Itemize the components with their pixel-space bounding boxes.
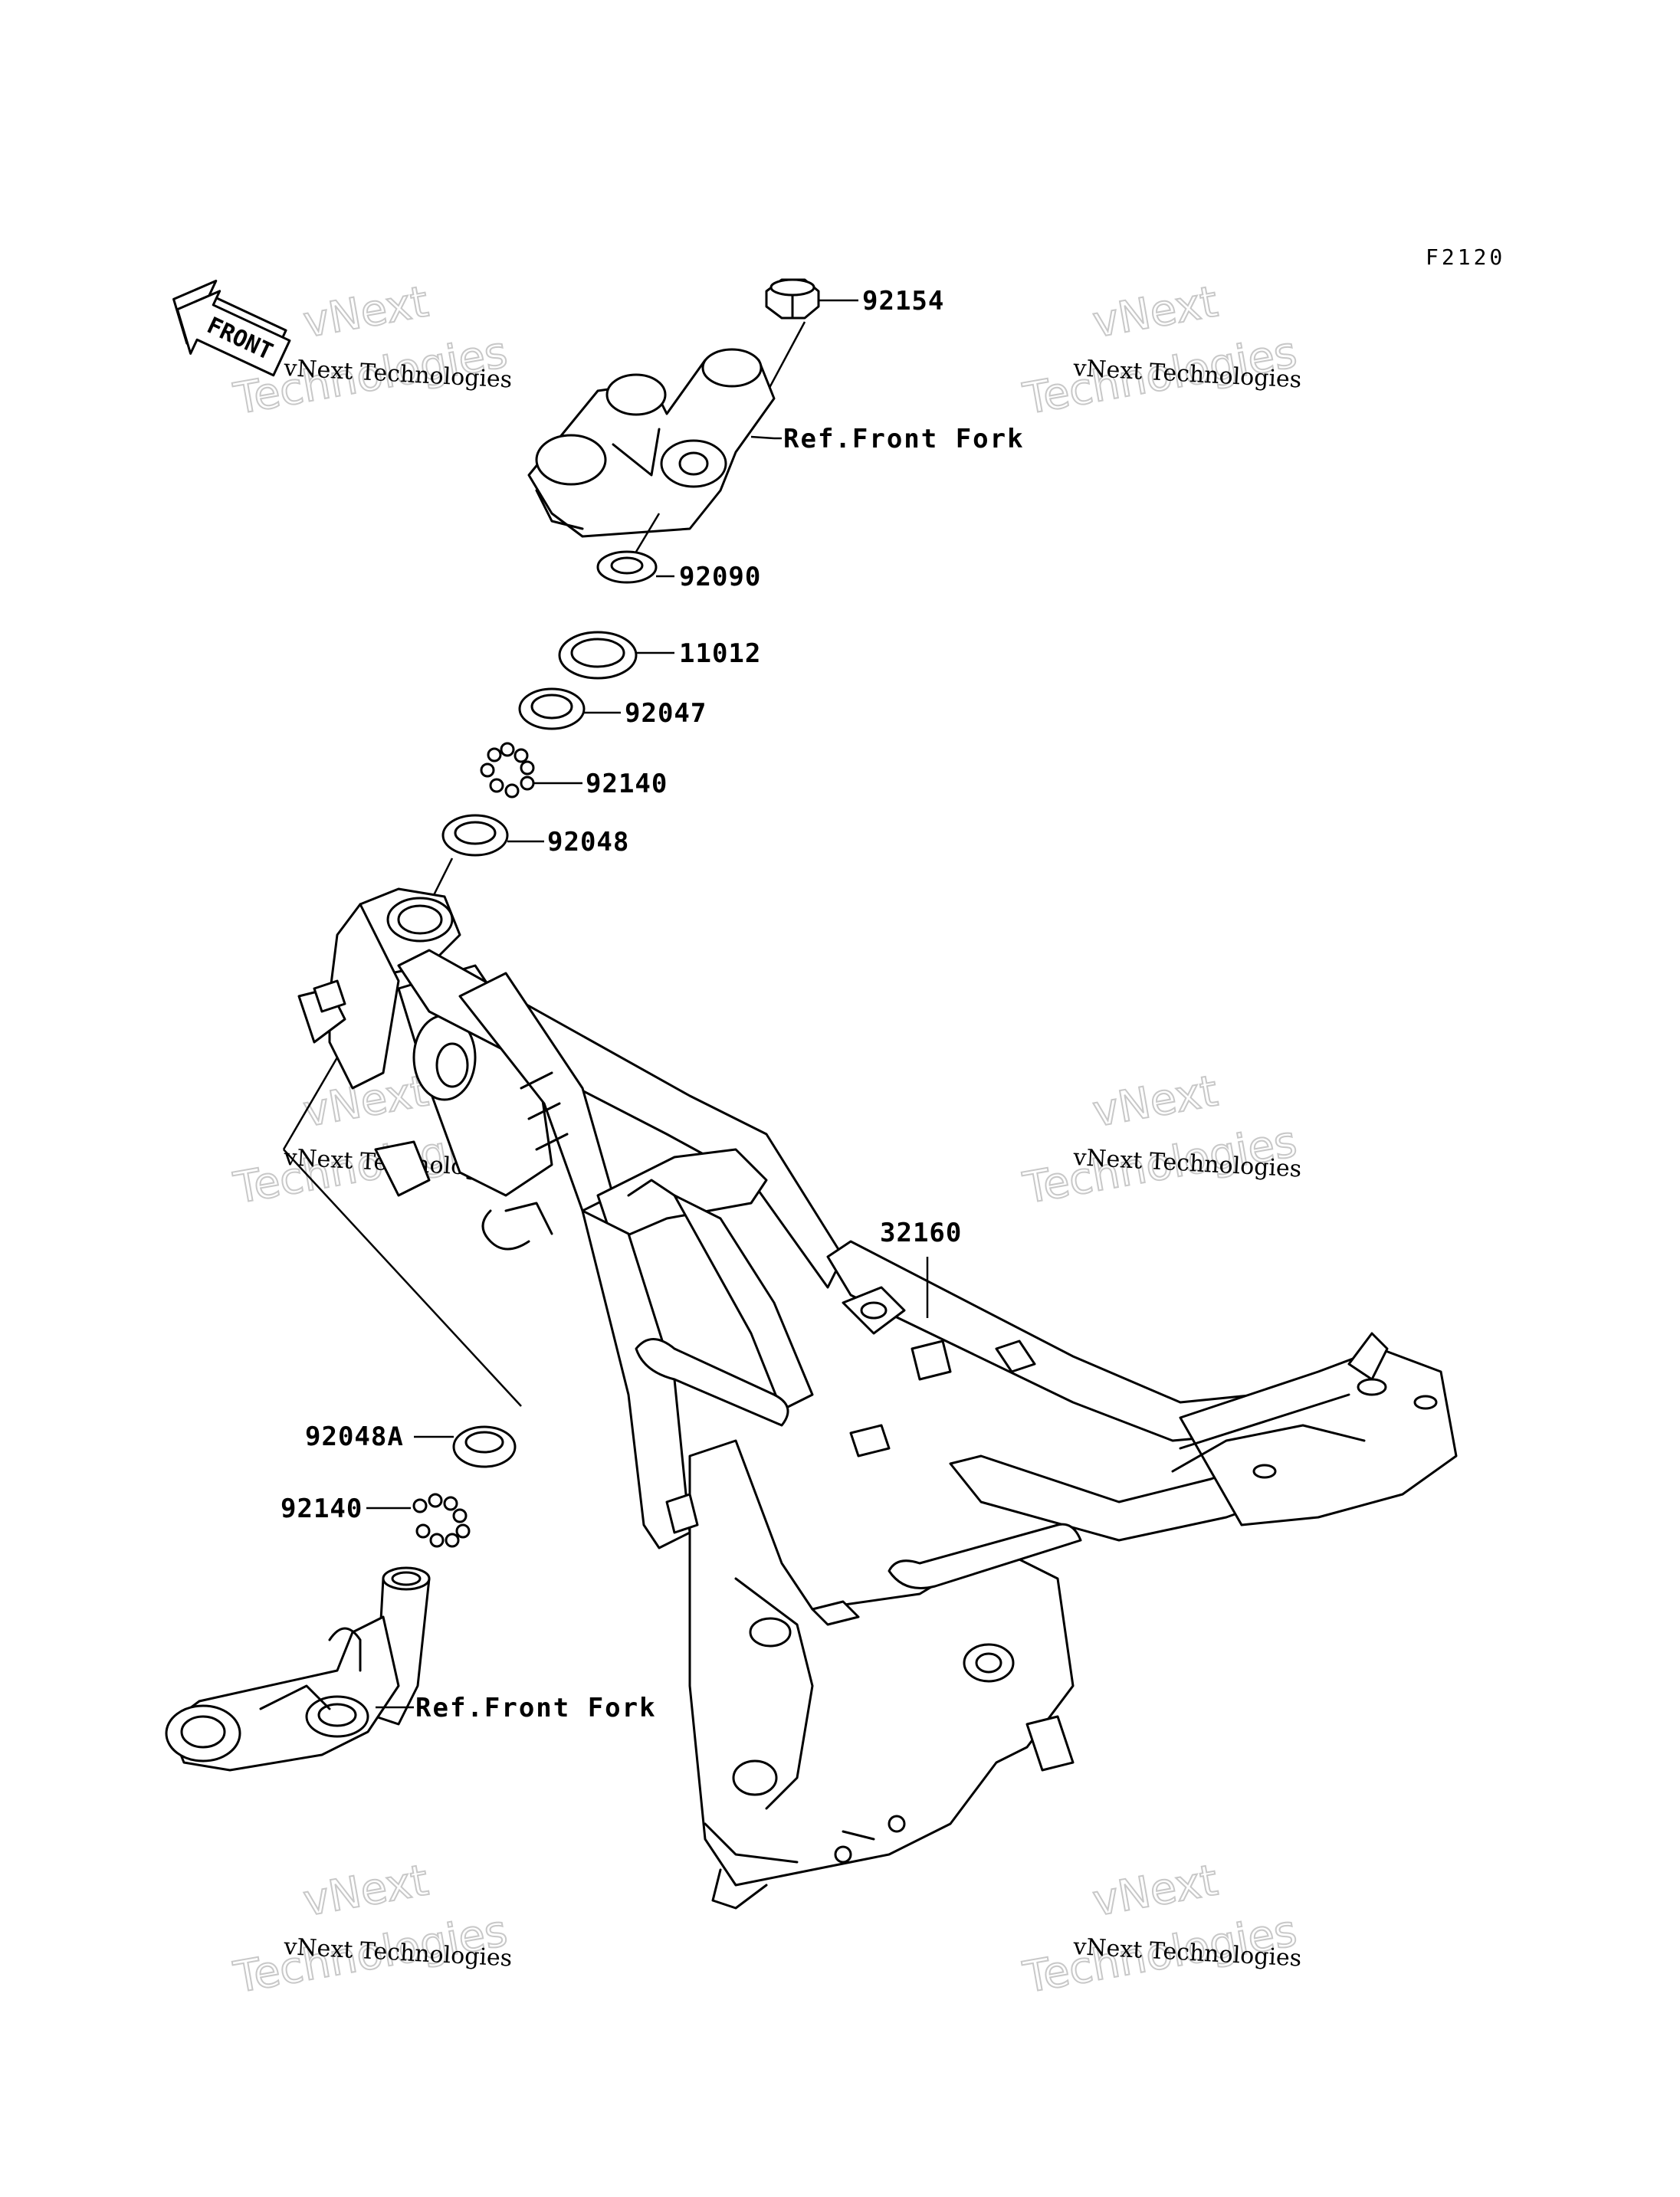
label-92140-lower: 92140 xyxy=(281,1494,363,1524)
leader-frame-92048A xyxy=(283,1149,522,1407)
label-92090: 92090 xyxy=(679,562,761,592)
label-92140-upper: 92140 xyxy=(586,769,668,799)
race-92047 xyxy=(518,687,586,730)
watermark: vNext Technologies vNext Technologies xyxy=(229,1854,513,2004)
part-labels: 92154 Ref.Front Fork 92090 11012 92047 9… xyxy=(281,286,1025,1723)
part-92090 xyxy=(596,550,658,584)
leader-upper-axis xyxy=(635,513,661,553)
leader-frame-92048A-b xyxy=(282,1057,339,1150)
upper-bracket xyxy=(527,348,776,538)
seal-11012 xyxy=(558,631,638,680)
leader-ref-fork-upper xyxy=(750,435,775,440)
race-92048A xyxy=(452,1425,517,1468)
svg-text:vNext: vNext xyxy=(1089,1066,1221,1136)
label-ref-front-fork-upper: Ref.Front Fork xyxy=(783,424,1025,454)
svg-text:vNext: vNext xyxy=(1089,277,1221,347)
label-32160: 32160 xyxy=(880,1218,962,1248)
label-92047: 92047 xyxy=(625,698,707,729)
label-ref-front-fork-lower: Ref.Front Fork xyxy=(415,1693,657,1723)
svg-text:vNext: vNext xyxy=(1089,1855,1221,1926)
steering-stem xyxy=(165,1566,431,1772)
watermark: vNext Technologies vNext Technologies xyxy=(1019,276,1302,425)
diagram-code: F2120 xyxy=(1426,244,1505,270)
race-92048 xyxy=(441,814,509,857)
watermark: vNext Technologies vNext Technologies xyxy=(1019,1065,1302,1215)
watermark: vNext Technologies vNext Technologies xyxy=(1019,1854,1302,2004)
label-92154: 92154 xyxy=(862,286,944,316)
balls-92140-lower xyxy=(412,1493,471,1548)
nut-92154 xyxy=(765,278,820,320)
frame-32160 xyxy=(297,887,1458,1910)
svg-text:vNext: vNext xyxy=(300,1855,431,1926)
label-92048A: 92048A xyxy=(305,1421,404,1452)
balls-92140-upper xyxy=(480,742,535,798)
label-11012: 11012 xyxy=(679,638,761,669)
label-92048: 92048 xyxy=(547,827,629,857)
svg-text:vNext: vNext xyxy=(300,277,431,347)
